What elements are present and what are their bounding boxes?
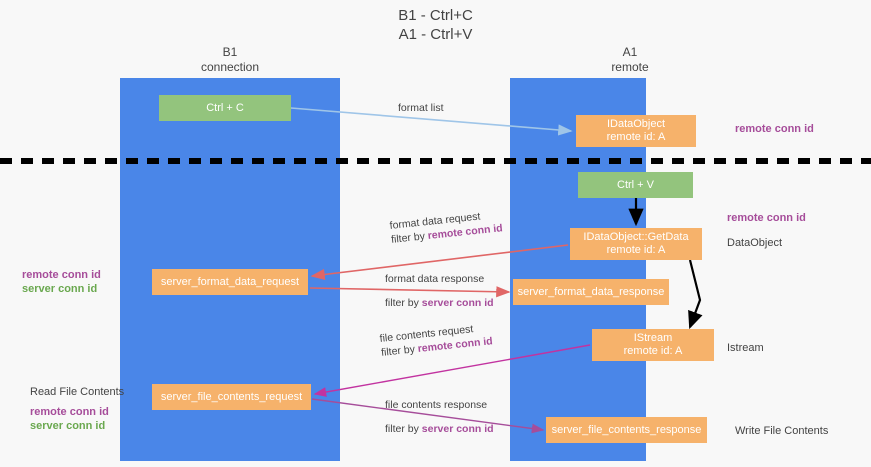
connector-format-list bbox=[290, 107, 573, 136]
box-istream-line1: IStream bbox=[633, 332, 673, 344]
connector-format-data-response bbox=[309, 286, 511, 298]
page-title: B1 - Ctrl+C A1 - Ctrl+V bbox=[0, 6, 871, 44]
box-sfcresp-label: server_file_contents_response bbox=[551, 423, 702, 436]
arrow-label-file-contents-response: file contents response filter by server … bbox=[385, 398, 494, 436]
lane-header-a1-name: A1 bbox=[622, 45, 638, 59]
connector-getdata-istream bbox=[688, 259, 703, 330]
box-ctrl-c[interactable]: Ctrl + C bbox=[159, 95, 291, 121]
filter-prefix: filter by bbox=[385, 423, 422, 435]
box-ctrl-v[interactable]: Ctrl + V bbox=[578, 172, 693, 198]
box-ctrl-v-label: Ctrl + V bbox=[617, 178, 654, 191]
connector-file-contents-response bbox=[311, 398, 545, 434]
arrow-label-format-data-response-text: format data response bbox=[385, 273, 485, 285]
box-idataobject-line1: IDataObject bbox=[606, 118, 666, 130]
box-getdata-line1: IDataObject::GetData bbox=[583, 231, 689, 243]
arrow-label-format-data-response: format data response filter by server co… bbox=[385, 272, 494, 310]
page-title-line2: A1 - Ctrl+V bbox=[398, 26, 473, 43]
filter-prefix: filter by bbox=[385, 297, 422, 309]
box-idataobject-line2: remote id: A bbox=[606, 131, 666, 143]
lane-header-a1: A1 remote bbox=[510, 45, 750, 75]
annotation-server-conn-id-file: server conn id bbox=[30, 420, 106, 432]
box-server-format-data-request[interactable]: server_format_data_request bbox=[152, 269, 308, 295]
lane-header-b1-subtitle: connection bbox=[200, 60, 260, 74]
filter-prefix: filter by bbox=[390, 230, 429, 246]
annotation-server-conn-id-format: server conn id bbox=[22, 283, 98, 295]
lane-header-b1: B1 connection bbox=[120, 45, 340, 75]
annotation-read-file-contents: Read File Contents bbox=[30, 386, 125, 398]
annotation-remote-conn-id-mid: remote conn id bbox=[727, 212, 806, 224]
connector-file-contents-request bbox=[313, 344, 591, 397]
arrow-label-file-contents-response-filter: filter by server conn id bbox=[385, 422, 494, 436]
box-idataobject-getdata[interactable]: IDataObject::GetData remote id: A bbox=[570, 228, 702, 260]
arrow-label-file-contents-response-text: file contents response bbox=[385, 399, 488, 411]
filter-prefix: filter by bbox=[380, 343, 419, 359]
page-title-line1: B1 - Ctrl+C bbox=[398, 7, 473, 24]
box-sfdresp-label: server_format_data_response bbox=[517, 285, 665, 298]
arrow-label-format-list: format list bbox=[398, 102, 444, 114]
box-idataobject[interactable]: IDataObject remote id: A bbox=[576, 115, 696, 147]
lane-header-a1-subtitle: remote bbox=[611, 60, 649, 74]
box-sfcreq-label: server_file_contents_request bbox=[160, 390, 303, 403]
lane-header-b1-name: B1 bbox=[222, 45, 238, 59]
annotation-write-file-contents: Write File Contents bbox=[735, 425, 829, 437]
annotation-remote-conn-id-file: remote conn id bbox=[30, 406, 109, 418]
filter-key-server-conn-id: server conn id bbox=[421, 297, 494, 309]
box-istream-line2: remote id: A bbox=[623, 345, 683, 357]
annotation-dataobject: DataObject bbox=[727, 237, 783, 249]
box-sfdreq-label: server_format_data_request bbox=[160, 275, 300, 288]
annotation-remote-conn-id-top: remote conn id bbox=[735, 123, 814, 135]
arrow-label-format-data-response-filter: filter by server conn id bbox=[385, 296, 494, 310]
box-getdata-line2: remote id: A bbox=[606, 244, 666, 256]
box-server-format-data-response[interactable]: server_format_data_response bbox=[513, 279, 669, 305]
annotation-conn-ids-format: remote conn id server conn id bbox=[22, 268, 101, 296]
box-server-file-contents-request[interactable]: server_file_contents_request bbox=[152, 384, 311, 410]
filter-key-server-conn-id: server conn id bbox=[421, 423, 494, 435]
annotation-remote-conn-id-format: remote conn id bbox=[22, 269, 101, 281]
annotation-istream: Istream bbox=[727, 342, 764, 354]
box-server-file-contents-response[interactable]: server_file_contents_response bbox=[546, 417, 707, 443]
annotation-read-file-block: Read File Contents remote conn id server… bbox=[30, 385, 124, 433]
connector-format-data-request bbox=[310, 244, 569, 281]
box-istream[interactable]: IStream remote id: A bbox=[592, 329, 714, 361]
box-ctrl-c-label: Ctrl + C bbox=[206, 101, 244, 114]
